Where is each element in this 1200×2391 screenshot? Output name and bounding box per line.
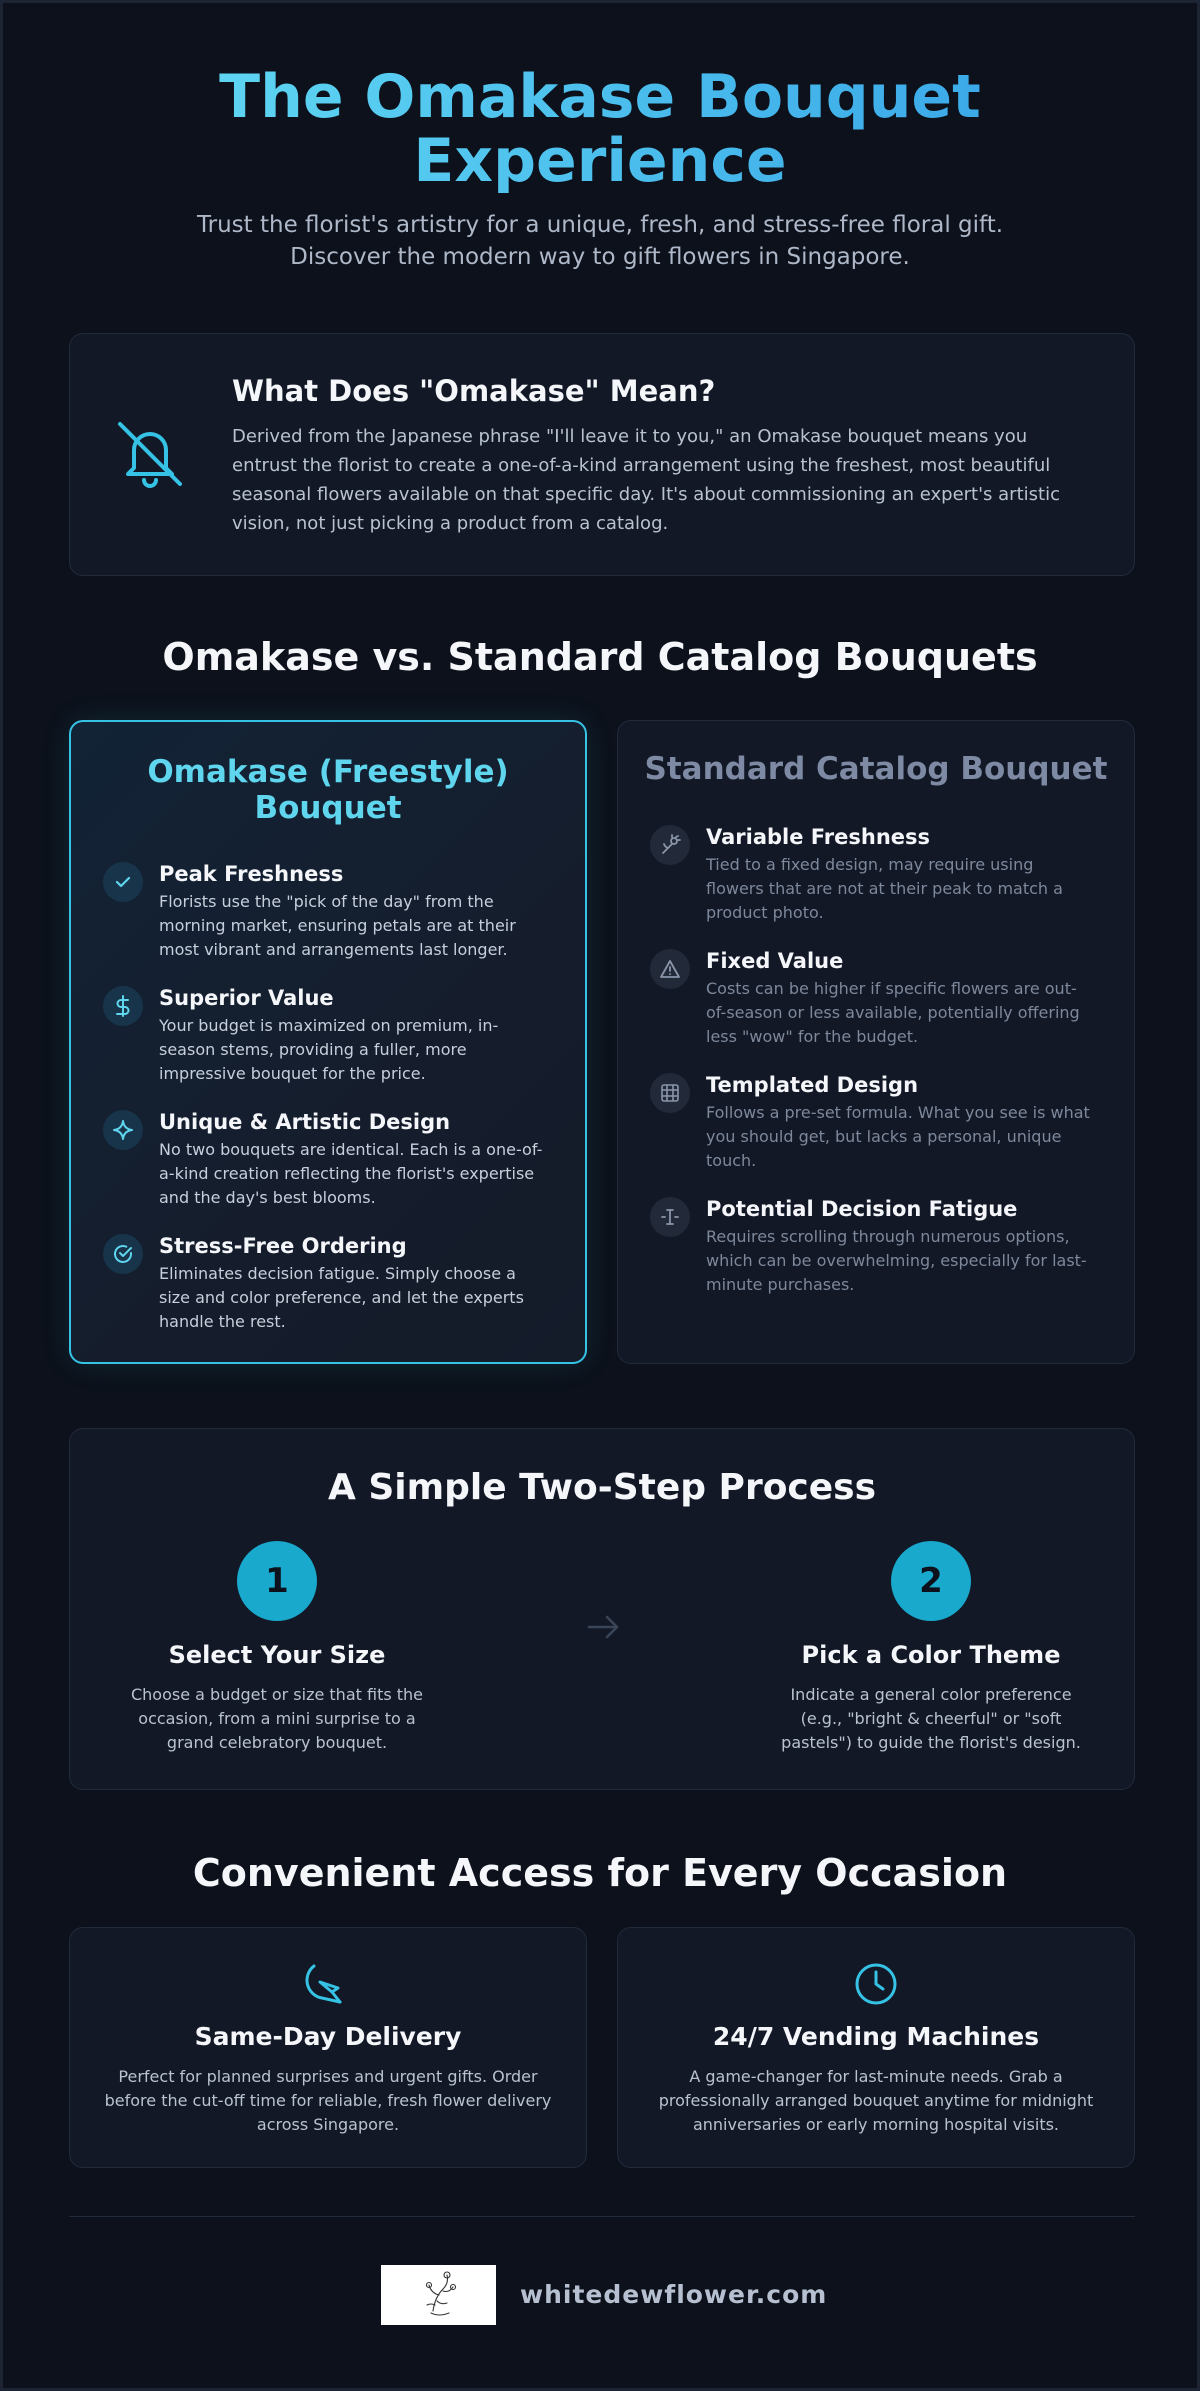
access-card-body: Perfect for planned surprises and urgent…	[104, 2067, 552, 2134]
delivery-icon	[304, 1960, 352, 2008]
omakase-bouquet-column: Omakase (Freestyle) Bouquet Peak Freshne…	[69, 720, 587, 1364]
feature-body: Follows a pre-set formula. What you see …	[706, 1103, 1090, 1170]
process-step: 1 Select Your Size Choose a budget or si…	[122, 1541, 432, 1755]
feature-title: Peak Freshness	[159, 862, 344, 886]
check-icon	[103, 862, 143, 902]
feature-title: Stress-Free Ordering	[159, 1234, 407, 1258]
feature-title: Templated Design	[706, 1073, 919, 1097]
arrow-right-icon	[583, 1607, 623, 1647]
brand-logo	[381, 2265, 496, 2325]
page-title: The Omakase Bouquet Experience	[190, 65, 1010, 193]
clock-icon	[852, 1960, 900, 2008]
step-body: Indicate a general color preference (e.g…	[781, 1685, 1081, 1752]
feature-title: Variable Freshness	[706, 825, 931, 849]
feature-body: Requires scrolling through numerous opti…	[706, 1227, 1087, 1294]
feature-title: Unique & Artistic Design	[159, 1110, 451, 1134]
step-body: Choose a budget or size that fits the oc…	[130, 1685, 424, 1752]
grid-icon	[650, 1073, 690, 1113]
vending-machines-card: 24/7 Vending Machines A game-changer for…	[617, 1927, 1135, 2168]
standard-bouquet-column: Standard Catalog Bouquet Variable Freshn…	[617, 720, 1135, 1364]
dollar-icon	[103, 986, 143, 1026]
feature-body: Florists use the "pick of the day" from …	[159, 892, 516, 959]
process-step: 2 Pick a Color Theme Indicate a general …	[776, 1541, 1086, 1755]
feature-body: No two bouquets are identical. Each is a…	[159, 1140, 543, 1207]
feature-title: Fixed Value	[706, 949, 844, 973]
step-number-badge: 2	[891, 1541, 971, 1621]
step-number-badge: 1	[237, 1541, 317, 1621]
feature-body: Your budget is maximized on premium, in-…	[159, 1016, 499, 1083]
feature-title: Potential Decision Fatigue	[706, 1197, 1018, 1221]
step-title: Pick a Color Theme	[801, 1641, 1061, 1669]
page-subtitle: Trust the florist's artistry for a uniqu…	[196, 212, 1004, 270]
compare-section-title: Omakase vs. Standard Catalog Bouquets	[162, 635, 1038, 679]
process-title: A Simple Two-Step Process	[327, 1467, 877, 1508]
hero: The Omakase Bouquet Experience Trust the…	[3, 3, 1197, 273]
check-circle-icon	[103, 1234, 143, 1274]
two-step-process-card: A Simple Two-Step Process 1 Select Your …	[69, 1428, 1135, 1790]
text-cursor-icon	[650, 1197, 690, 1237]
footer-website[interactable]: whitedewflower.com	[520, 2280, 828, 2309]
access-card-body: A game-changer for last-minute needs. Gr…	[658, 2067, 1094, 2134]
omakase-column-title: Omakase (Freestyle) Bouquet	[147, 754, 509, 826]
meaning-title: What Does "Omakase" Mean?	[232, 374, 716, 408]
same-day-delivery-card: Same-Day Delivery Perfect for planned su…	[69, 1927, 587, 2168]
feature-body: Eliminates decision fatigue. Simply choo…	[159, 1264, 524, 1331]
access-card-title: 24/7 Vending Machines	[712, 2022, 1040, 2051]
warning-icon	[650, 949, 690, 989]
feature-title: Superior Value	[159, 986, 334, 1010]
omakase-meaning-card: What Does "Omakase" Mean? Derived from t…	[69, 333, 1135, 576]
meaning-body: Derived from the Japanese phrase "I'll l…	[232, 426, 1060, 534]
footer-divider	[69, 2216, 1135, 2217]
access-card-title: Same-Day Delivery	[194, 2022, 462, 2051]
step-title: Select Your Size	[168, 1641, 386, 1669]
standard-column-title: Standard Catalog Bouquet	[644, 751, 1108, 787]
access-section-title: Convenient Access for Every Occasion	[192, 1851, 1008, 1895]
feature-body: Tied to a fixed design, may require usin…	[706, 855, 1063, 922]
bell-off-icon	[110, 414, 190, 494]
wilted-flower-icon	[650, 825, 690, 865]
sparkle-icon	[103, 1110, 143, 1150]
feature-body: Costs can be higher if specific flowers …	[706, 979, 1080, 1046]
